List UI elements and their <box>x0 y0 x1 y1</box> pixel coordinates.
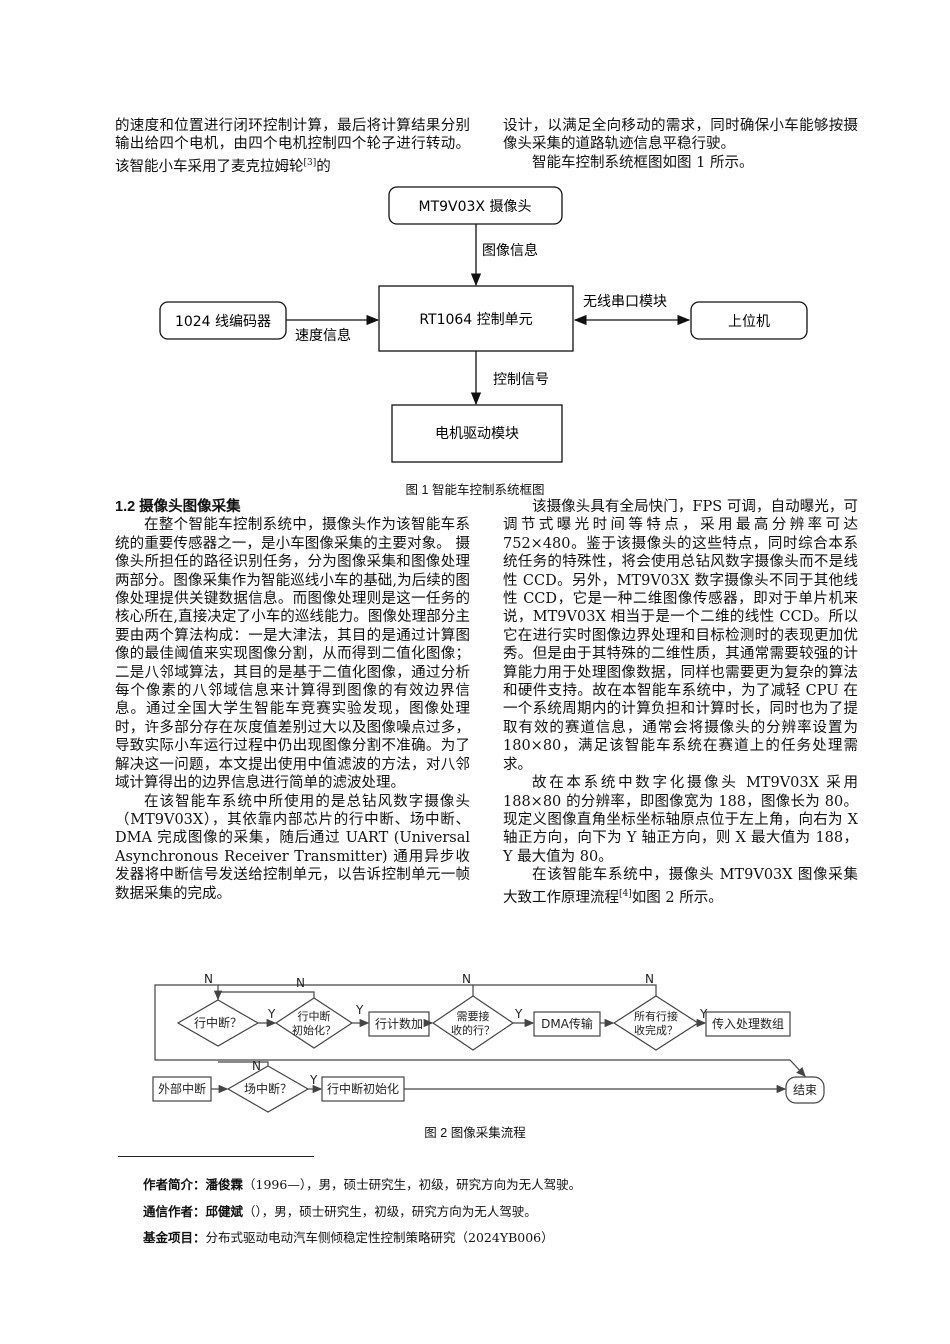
encoder-label: 1024 线编码器 <box>175 314 271 330</box>
external-interrupt-label: 外部中断 <box>158 1081 206 1096</box>
section-heading: 1.2 摄像头图像采集 <box>115 499 241 515</box>
camera-label: MT9V03X 摄像头 <box>419 199 532 215</box>
need-receive-diamond <box>431 995 515 1051</box>
controller-label: RT1064 控制单元 <box>419 312 532 328</box>
footnote-corresponding: 通信作者：邱健斌（），男，硕士研究生，初级，研究方向为无人驾驶。 <box>143 1201 537 1220</box>
host-box <box>690 301 808 340</box>
right-paragraph-1: 该摄像头具有全局快门，FPS 可调，自动曝光，可调节式曝光时间等特点，采用最高分… <box>503 499 858 773</box>
yes-label-2: Y <box>355 1003 364 1017</box>
right-top-paragraph: 设计，以满足全向移动的需求，同时确保小车能够按摄像头采集的道路轨迹信息平稳行驶。… <box>503 117 858 172</box>
row-init-q-label-2: 初始化？ <box>292 1023 336 1037</box>
left-paragraph-2: 在该智能车系统中所使用的是总钻风数字摄像头（MT9V03X），其依靠内部芯片的行… <box>115 793 470 902</box>
field-interrupt-diamond <box>226 1065 310 1113</box>
speed-info-label: 速度信息 <box>295 327 351 344</box>
control-signal-label: 控制信号 <box>493 372 549 388</box>
right-paragraph-3: 在该智能车系统中，摄像头 MT9V03X 图像采集大致工作原理流程[4]如图 2… <box>503 866 858 907</box>
right-top-p1: 设计，以满足全向移动的需求，同时确保小车能够按摄像头采集的道路轨迹信息平稳行驶。 <box>503 118 858 153</box>
yes-label-1: Y <box>267 1007 276 1021</box>
row-interrupt-init-box <box>321 1076 405 1102</box>
right-top-p2: 智能车控制系统框图如图 1 所示。 <box>532 154 754 171</box>
dma-box <box>533 1011 601 1037</box>
external-interrupt-box <box>152 1076 212 1102</box>
row-init-diamond <box>274 997 354 1049</box>
loop-rowinit-no <box>213 990 315 1001</box>
image-info-label: 图像信息 <box>482 242 538 259</box>
figure-2-flowchart: 行中断？ 行中断 初始化？ 行计数加 需要接 收的行？ DMA传输 所有行接 收… <box>152 972 825 1113</box>
loop-rowint-no <box>154 984 806 1077</box>
no-label-2: N <box>296 976 305 990</box>
figure-1-block-diagram: MT9V03X 摄像头 图像信息 RT1064 控制单元 1024 线编码器 速… <box>159 186 808 463</box>
left-column: 1.2 摄像头图像采集 在整个智能车控制系统中，摄像头作为该智能车系统的重要传感… <box>115 498 470 903</box>
loop-need-no <box>218 984 474 996</box>
need-receive-label-2: 收的行？ <box>451 1023 495 1037</box>
row-init-q-label: 行中断 <box>298 1009 331 1023</box>
fund-label: 基金项目： <box>143 1230 206 1245</box>
left-top-text: 的速度和位置进行闭环控制计算，最后将计算结果分别输出给四个电机，由四个电机控制四… <box>115 118 470 175</box>
footnote-fund: 基金项目：分布式驱动电动汽车侧倾稳定性控制策略研究（2024YB006） <box>143 1227 554 1246</box>
right-paragraph-3-a: 在该智能车系统中，摄像头 MT9V03X 图像采集大致工作原理流程 <box>503 867 858 906</box>
no-label-4: N <box>645 972 654 986</box>
pass-processing-label: 传入处理数组 <box>712 1016 784 1031</box>
pass-processing-box <box>705 1011 791 1037</box>
dma-label: DMA传输 <box>541 1016 593 1031</box>
row-count-label: 行计数加 <box>375 1016 423 1031</box>
fund-info: 分布式驱动电动汽车侧倾稳定性控制策略研究（2024YB006） <box>205 1230 554 1245</box>
controller-box <box>378 285 574 352</box>
no-label-3: N <box>462 972 471 986</box>
all-rows-diamond <box>612 995 700 1051</box>
row-interrupt-diamond <box>176 999 260 1047</box>
left-top-tail: 的 <box>316 158 331 175</box>
row-interrupt-label: 行中断？ <box>194 1015 242 1030</box>
no-label-1: N <box>204 972 213 986</box>
all-rows-label: 所有行接 <box>634 1009 678 1023</box>
end-label: 结束 <box>793 1083 817 1097</box>
corr-label: 通信作者： <box>143 1204 206 1219</box>
right-paragraph-2: 故在本系统中数字化摄像头 MT9V03X 采用 188×80 的分辨率，即图像宽… <box>503 775 858 865</box>
yes-label-4: Y <box>699 1007 708 1021</box>
figure-1-caption: 图 1 智能车控制系统框图 <box>405 483 545 497</box>
author-name: 潘俊霖 <box>205 1177 244 1192</box>
citation-ref-3: [3] <box>303 157 317 168</box>
host-label: 上位机 <box>728 314 770 330</box>
row-interrupt-init-label: 行中断初始化 <box>327 1081 399 1096</box>
corr-info: （），男，硕士研究生，初级，研究方向为无人驾驶。 <box>243 1204 537 1219</box>
author-info: （1996—），男，硕士研究生，初级，研究方向为无人驾驶。 <box>243 1177 582 1192</box>
left-paragraph-1: 在整个智能车控制系统中，摄像头作为该智能车系统的重要传感器之一，是小车图像采集的… <box>115 517 470 792</box>
yes-label-3: Y <box>514 1007 523 1021</box>
row-count-box <box>368 1011 430 1037</box>
right-paragraph-3-b: 如图 2 所示。 <box>631 889 723 906</box>
author-label: 作者简介： <box>143 1177 206 1192</box>
citation-ref-4: [4] <box>619 888 632 899</box>
no-label-5: N <box>252 1059 261 1073</box>
footnote-divider <box>118 1156 314 1157</box>
right-column: 该摄像头具有全局快门，FPS 可调，自动曝光，可调节式曝光时间等特点，采用最高分… <box>503 498 858 907</box>
wireless-label: 无线串口模块 <box>583 294 667 310</box>
loop-allrows-no <box>473 984 657 996</box>
field-interrupt-label: 场中断？ <box>244 1081 292 1096</box>
loop-field-no <box>218 1061 269 1066</box>
corr-name: 邱健斌 <box>205 1204 244 1219</box>
footnote-author: 作者简介：潘俊霖（1996—），男，硕士研究生，初级，研究方向为无人驾驶。 <box>143 1174 581 1193</box>
motor-label: 电机驱动模块 <box>435 426 519 442</box>
all-rows-label-2: 收完成？ <box>634 1023 678 1037</box>
yes-label-5: Y <box>309 1073 318 1087</box>
motor-box <box>391 404 563 463</box>
left-top-paragraph: 的速度和位置进行闭环控制计算，最后将计算结果分别输出给四个电机，由四个电机控制四… <box>115 117 470 176</box>
need-receive-label: 需要接 <box>457 1010 490 1023</box>
figure-2-caption: 图 2 图像采集流程 <box>424 1126 526 1140</box>
